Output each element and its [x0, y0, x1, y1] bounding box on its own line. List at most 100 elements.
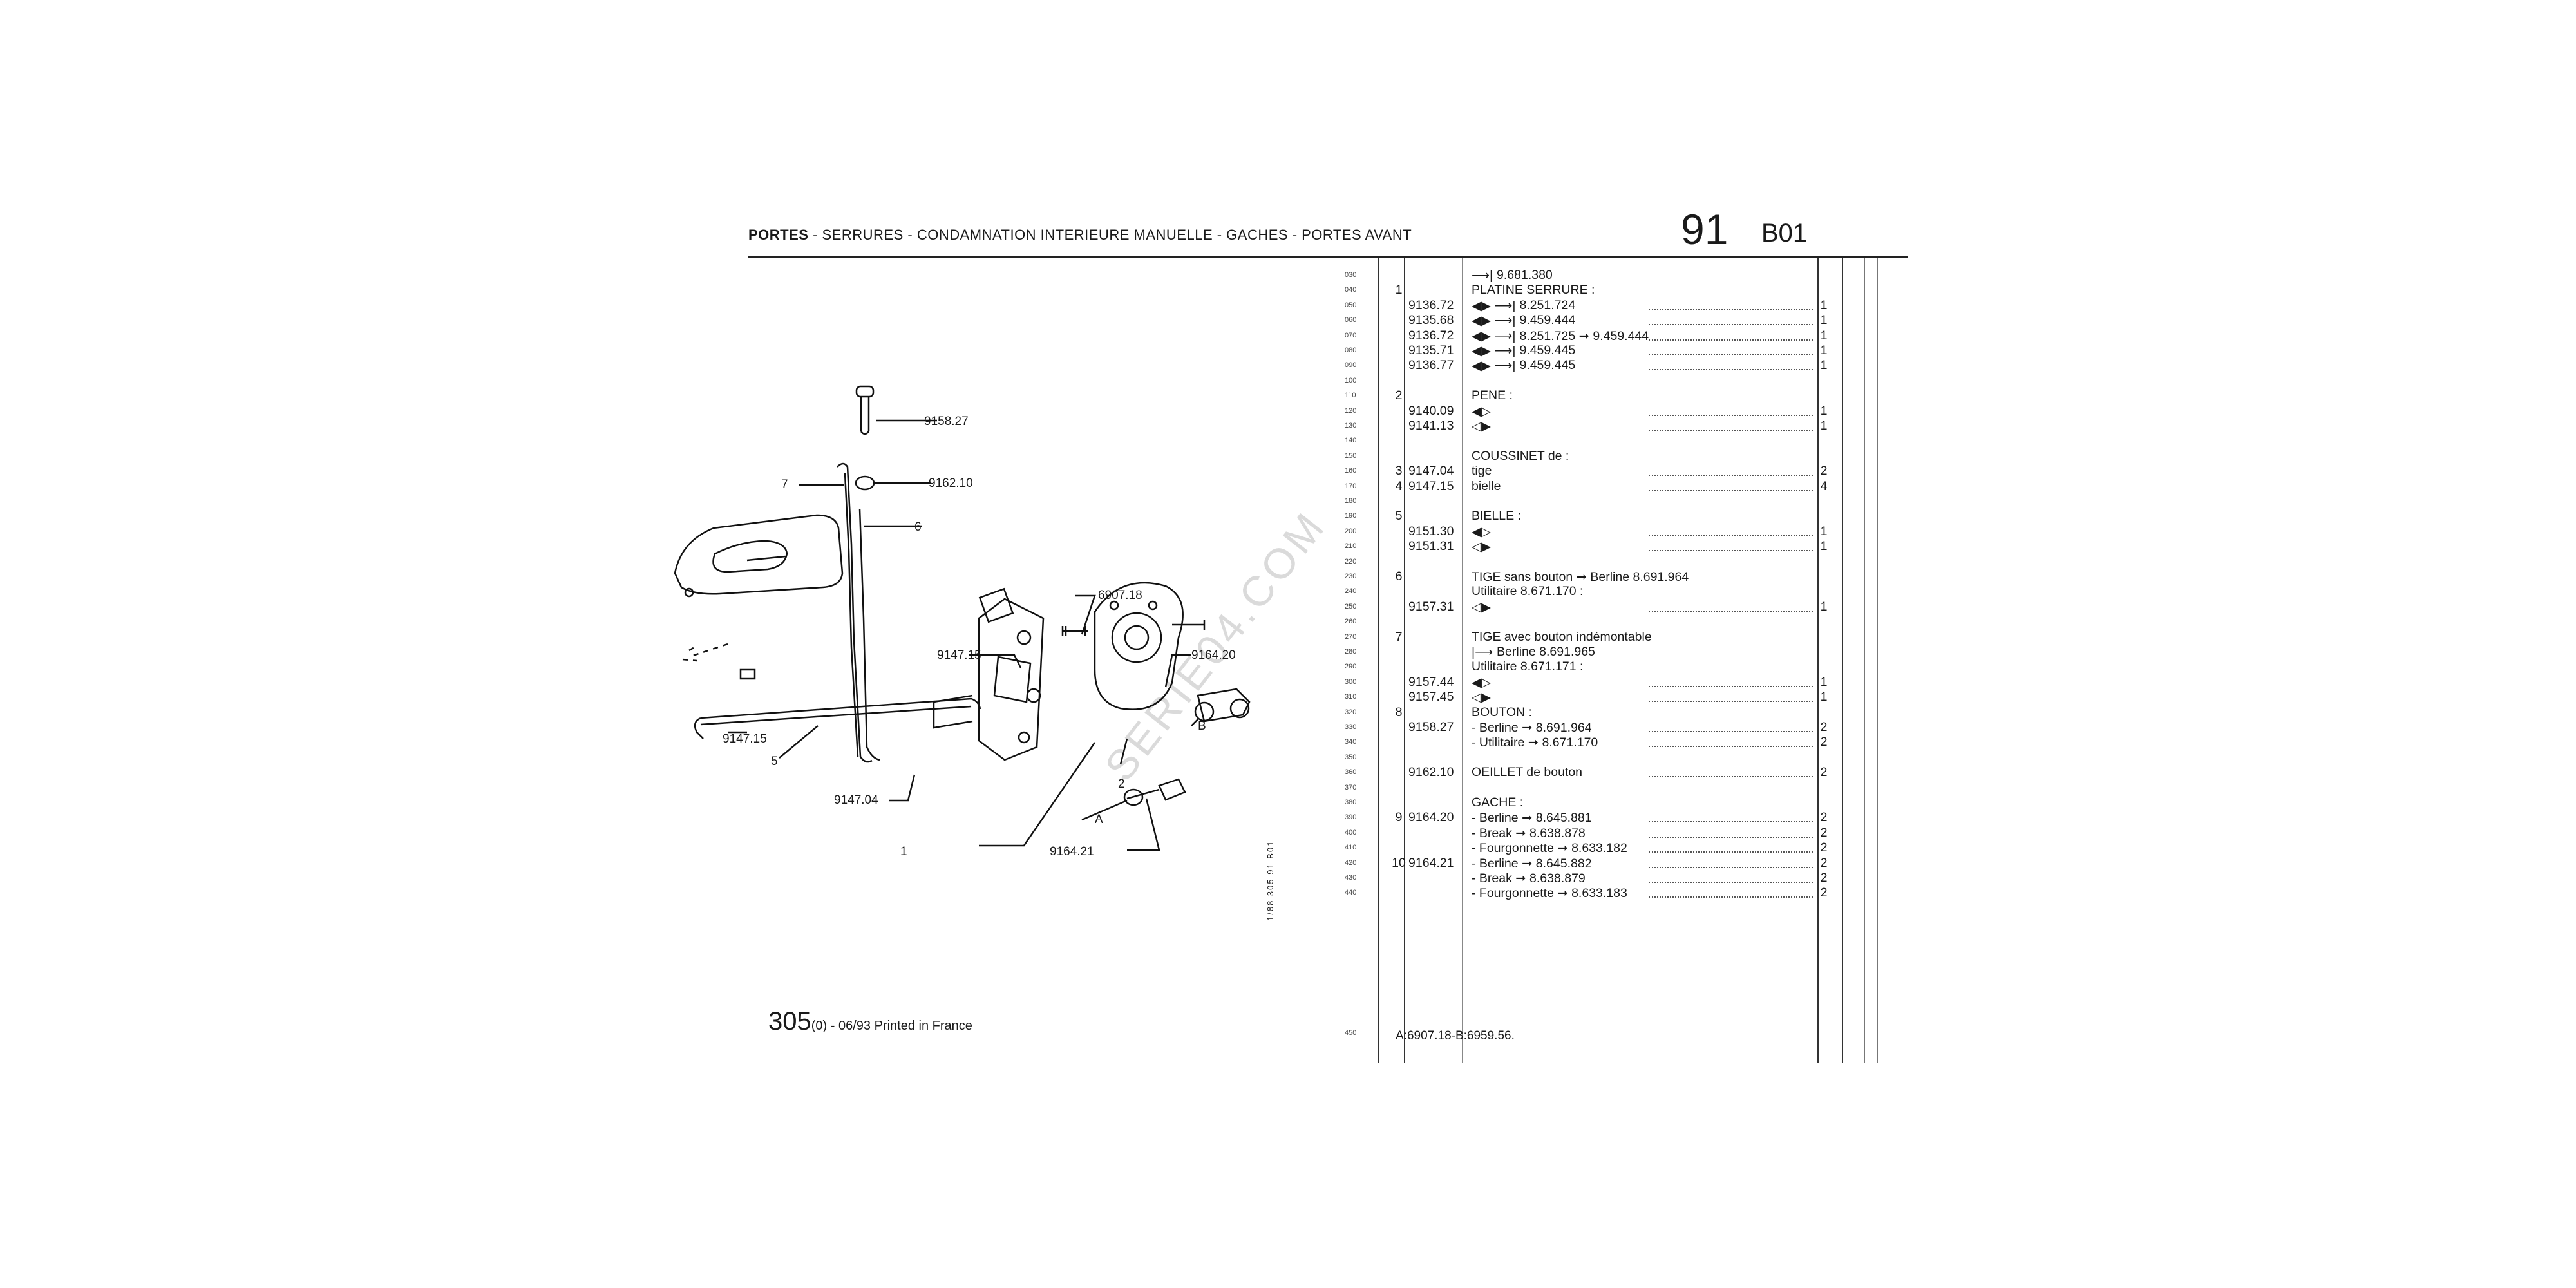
description-text: TIGE avec bouton indémontable: [1472, 629, 1652, 644]
part-description: ◀▷: [1472, 675, 1495, 690]
leader-dots: [1649, 851, 1813, 853]
part-description: ◀▷: [1472, 524, 1495, 540]
symbol-icon: ⟶|: [1472, 269, 1493, 283]
description-text: COUSSINET de :: [1472, 448, 1569, 463]
description-text: 9.459.444: [1519, 313, 1576, 328]
quantity: 2: [1820, 720, 1828, 734]
part-reference: 9162.10: [1408, 765, 1454, 780]
description-text: PENE :: [1472, 388, 1513, 403]
screw-upper: [1172, 620, 1206, 630]
description-text: - Break ➞ 8.638.878: [1472, 826, 1586, 840]
latch-part: [1094, 582, 1184, 710]
line-number: 380: [1345, 799, 1357, 806]
line-number: 300: [1345, 677, 1357, 686]
quantity: 2: [1820, 855, 1828, 870]
part-description: - Berline ➞ 8.691.964: [1472, 720, 1592, 735]
line-number: 030: [1345, 271, 1357, 279]
link-rod-5: [700, 697, 981, 719]
part-description: ⟶|9.681.380: [1472, 268, 1553, 283]
quantity: 1: [1820, 690, 1828, 705]
part-description: BIELLE :: [1472, 509, 1521, 524]
part-reference: 9136.72: [1408, 328, 1454, 343]
part-reference: 9151.30: [1408, 524, 1454, 538]
line-number: 250: [1345, 602, 1357, 611]
repere-number: 2: [1395, 388, 1403, 403]
part-description: - Break ➞ 8.638.878: [1472, 826, 1586, 841]
striker-9164-20: [1194, 688, 1251, 723]
symbol-icon: ◀▷: [1472, 524, 1491, 539]
quantity: 1: [1820, 674, 1828, 689]
part-description: GACHE :: [1472, 795, 1523, 810]
part-reference: 9151.31: [1408, 539, 1454, 554]
part-description: - Fourgonnette ➞ 8.633.182: [1472, 840, 1627, 856]
part-reference: 9141.13: [1408, 419, 1454, 433]
leader-dots: [1649, 535, 1813, 536]
leader-dots: [1649, 776, 1813, 778]
label-1: 1: [900, 845, 907, 858]
leader-dots: [1649, 882, 1813, 883]
grommet-part: [855, 475, 875, 491]
line-number: 070: [1345, 331, 1357, 339]
lock-plate-part: [933, 587, 1045, 761]
part-description: TIGE sans bouton ➞ Berline 8.691.964: [1472, 569, 1689, 585]
part-description: - Berline ➞ 8.645.882: [1472, 856, 1592, 871]
part-description: - Berline ➞ 8.645.881: [1472, 810, 1592, 826]
description-text: - Fourgonnette ➞ 8.633.183: [1472, 886, 1627, 901]
part-description: - Utilitaire ➞ 8.671.170: [1472, 735, 1598, 750]
part-reference: 9140.09: [1408, 403, 1454, 418]
part-description: ◀▶ ⟶|9.459.445: [1472, 358, 1575, 374]
quantity: 2: [1820, 871, 1828, 885]
label-7: 7: [781, 478, 788, 491]
line-number: 090: [1345, 361, 1357, 370]
line-number: 220: [1345, 557, 1357, 565]
part-description: PENE :: [1472, 388, 1513, 403]
repere-number: 10: [1392, 855, 1406, 870]
line-number: 120: [1345, 406, 1357, 415]
part-reference: 9164.20: [1408, 810, 1454, 825]
table-rule-rep: [1404, 258, 1405, 1063]
rod-7: [837, 462, 873, 763]
line-number: 430: [1345, 874, 1357, 882]
quantity: 2: [1820, 464, 1828, 478]
part-description: ◁▶: [1472, 539, 1495, 554]
quantity: 2: [1820, 825, 1828, 840]
symbol-icon: ◁▶: [1472, 690, 1491, 705]
leader-dots: [1649, 308, 1813, 310]
part-description: Utilitaire 8.671.170 :: [1472, 584, 1583, 599]
description-text: 9.459.445: [1519, 343, 1576, 358]
quantity: 2: [1820, 886, 1828, 900]
description-text: BIELLE :: [1472, 509, 1521, 524]
symbol-icon: ◀▶ ⟶|: [1472, 329, 1516, 344]
description-text: TIGE sans bouton ➞ Berline 8.691.964: [1472, 570, 1689, 584]
description-text: tige: [1472, 464, 1492, 478]
table-rule-qty-r: [1842, 258, 1843, 1063]
part-description: bielle: [1472, 479, 1501, 494]
leader-dots: [1649, 475, 1813, 477]
part-description: tige: [1472, 464, 1492, 478]
line-number: 260: [1345, 618, 1357, 626]
leader-dots: [1649, 489, 1813, 491]
quantity: 1: [1820, 298, 1828, 312]
part-reference: 9135.71: [1408, 343, 1454, 357]
description-text: BOUTON :: [1472, 705, 1532, 719]
table-rule-desc: [1462, 258, 1463, 1063]
line-number: 130: [1345, 422, 1357, 430]
quantity: 1: [1820, 343, 1828, 357]
header-rule: [748, 256, 1908, 258]
leader-dots: [1649, 731, 1813, 732]
line-number: 060: [1345, 316, 1357, 325]
leader-dots: [1649, 701, 1813, 703]
label-9147-15-bottom: 9147.15: [723, 732, 767, 746]
line-number: 320: [1345, 708, 1357, 716]
label-9147-04: 9147.04: [834, 793, 878, 807]
description-text: bielle: [1472, 478, 1501, 493]
label-9164-20: 9164.20: [1191, 649, 1236, 662]
table-rule-qty-l: [1817, 258, 1819, 1063]
part-reference: 9158.27: [1408, 720, 1454, 734]
repere-number: 6: [1395, 569, 1403, 583]
line-number: 110: [1345, 392, 1356, 400]
repere-number: 1: [1395, 283, 1403, 298]
side-code: 1/88 305 91 B01: [1265, 840, 1275, 921]
line-number: 210: [1345, 542, 1357, 551]
